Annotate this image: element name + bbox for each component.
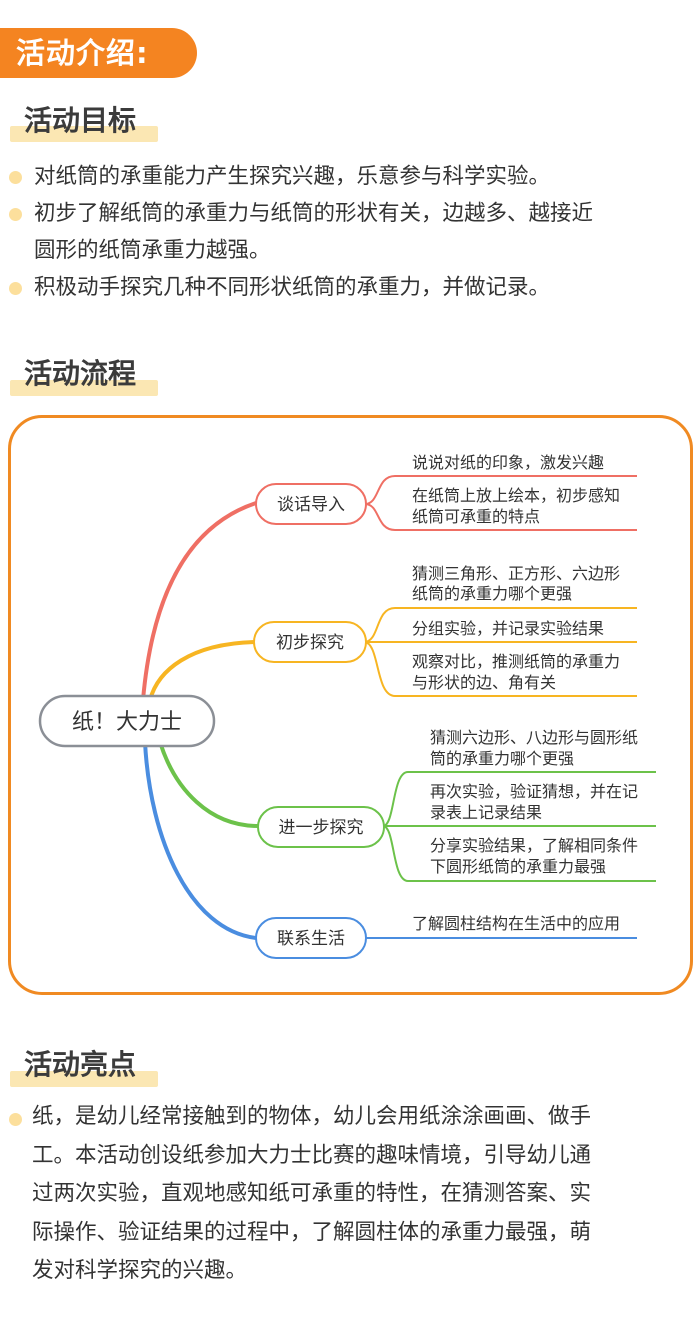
goal-item: 对纸筒的承重能力产生探究兴趣，乐意参与科学实验。 bbox=[0, 158, 700, 195]
highlight-line: 过两次实验，直观地感知纸可承重的特性，在猜测答案、实 bbox=[32, 1181, 592, 1206]
goal-line: 初步了解纸筒的承重力与纸筒的形状有关，边越多、越接近 bbox=[34, 201, 594, 226]
leaf-connector bbox=[382, 771, 656, 827]
leaf-text: 观察对比，推测纸筒的承重力 bbox=[412, 652, 620, 671]
highlights-paragraph: 纸，是幼儿经常接触到的物体，幼儿会用纸涂涂画画、做手 工。本活动创设纸参加大力士… bbox=[32, 1098, 692, 1291]
highlight-line: 纸，是幼儿经常接触到的物体，幼儿会用纸涂涂画画、做手 bbox=[32, 1104, 592, 1129]
leaf-connector bbox=[363, 641, 637, 697]
goals-list: 对纸筒的承重能力产生探究兴趣，乐意参与科学实验。 初步了解纸筒的承重力与纸筒的形… bbox=[0, 158, 700, 306]
branch-connector bbox=[148, 640, 255, 701]
branch-label: 初步探究 bbox=[276, 633, 344, 653]
bullet-dot-icon bbox=[9, 1113, 22, 1126]
leaf-text: 猜测六边形、八边形与圆形纸 bbox=[430, 728, 638, 747]
goal-line: 对纸筒的承重能力产生探究兴趣，乐意参与科学实验。 bbox=[34, 164, 551, 189]
goal-line: 积极动手探究几种不同形状纸筒的承重力，并做记录。 bbox=[34, 275, 551, 300]
section-underline bbox=[10, 126, 158, 142]
branch-node bbox=[257, 806, 385, 848]
branch-label: 进一步探究 bbox=[279, 818, 364, 838]
goal-item: 积极动手探究几种不同形状纸筒的承重力，并做记录。 bbox=[0, 269, 700, 306]
page-title-tag: 活动介绍: bbox=[0, 28, 197, 78]
branch-connector bbox=[141, 501, 257, 701]
leaf-connector bbox=[363, 607, 637, 643]
branch-node bbox=[255, 483, 367, 525]
section-underline bbox=[10, 380, 158, 396]
leaf-text: 在纸筒上放上绘本，初步感知 bbox=[412, 486, 620, 505]
bullet-dot-icon bbox=[9, 208, 22, 221]
leaf-text: 录表上记录结果 bbox=[430, 803, 542, 822]
branch-node bbox=[255, 917, 367, 959]
branch-connector bbox=[158, 741, 259, 828]
leaf-text: 筒的承重力哪个更强 bbox=[430, 749, 574, 768]
leaf-connector bbox=[364, 475, 637, 505]
bullet-dot-icon bbox=[9, 282, 22, 295]
root-label: 纸！大力士 bbox=[72, 710, 182, 735]
goals-heading: 活动目标 bbox=[24, 104, 137, 137]
highlight-line: 际操作、验证结果的过程中，了解圆柱体的承重力最强，萌 bbox=[32, 1219, 592, 1245]
leaf-text: 说说对纸的印象，激发兴趣 bbox=[412, 453, 604, 472]
leaf-text: 了解圆柱结构在生活中的应用 bbox=[412, 914, 620, 933]
branch-label: 谈话导入 bbox=[277, 495, 345, 515]
root-node bbox=[38, 694, 216, 748]
section-underline bbox=[10, 1071, 158, 1087]
bullet-dot-icon bbox=[9, 171, 22, 184]
leaf-text: 纸筒可承重的特点 bbox=[412, 507, 540, 526]
leaf-text: 猜测三角形、正方形、六边形 bbox=[412, 564, 620, 583]
goal-line: 圆形的纸筒承重力越强。 bbox=[34, 238, 271, 263]
highlights-heading: 活动亮点 bbox=[24, 1048, 137, 1081]
branch-node bbox=[253, 621, 367, 663]
leaf-text: 分组实验，并记录实验结果 bbox=[412, 619, 604, 638]
leaf-connector bbox=[382, 825, 656, 882]
highlight-line: 工。本活动创设纸参加大力士比赛的趣味情境，引导幼儿通 bbox=[32, 1142, 592, 1168]
leaf-text: 下圆形纸筒的承重力最强 bbox=[430, 857, 606, 876]
leaf-text: 与形状的边、角有关 bbox=[412, 673, 556, 692]
leaf-text: 分享实验结果，了解相同条件 bbox=[430, 836, 638, 855]
highlight-line: 发对科学探究的兴趣。 bbox=[32, 1258, 248, 1283]
process-heading: 活动流程 bbox=[24, 357, 137, 390]
leaf-text: 再次实验，验证猜想，并在记 bbox=[430, 782, 638, 801]
branch-label: 联系生活 bbox=[277, 929, 345, 949]
process-frame bbox=[8, 415, 693, 995]
goal-item: 初步了解纸筒的承重力与纸筒的形状有关，边越多、越接近 圆形的纸筒承重力越强。 bbox=[0, 195, 700, 269]
branch-connector bbox=[143, 741, 257, 940]
leaf-text: 纸筒的承重力哪个更强 bbox=[412, 584, 572, 603]
leaf-connector bbox=[364, 503, 637, 531]
